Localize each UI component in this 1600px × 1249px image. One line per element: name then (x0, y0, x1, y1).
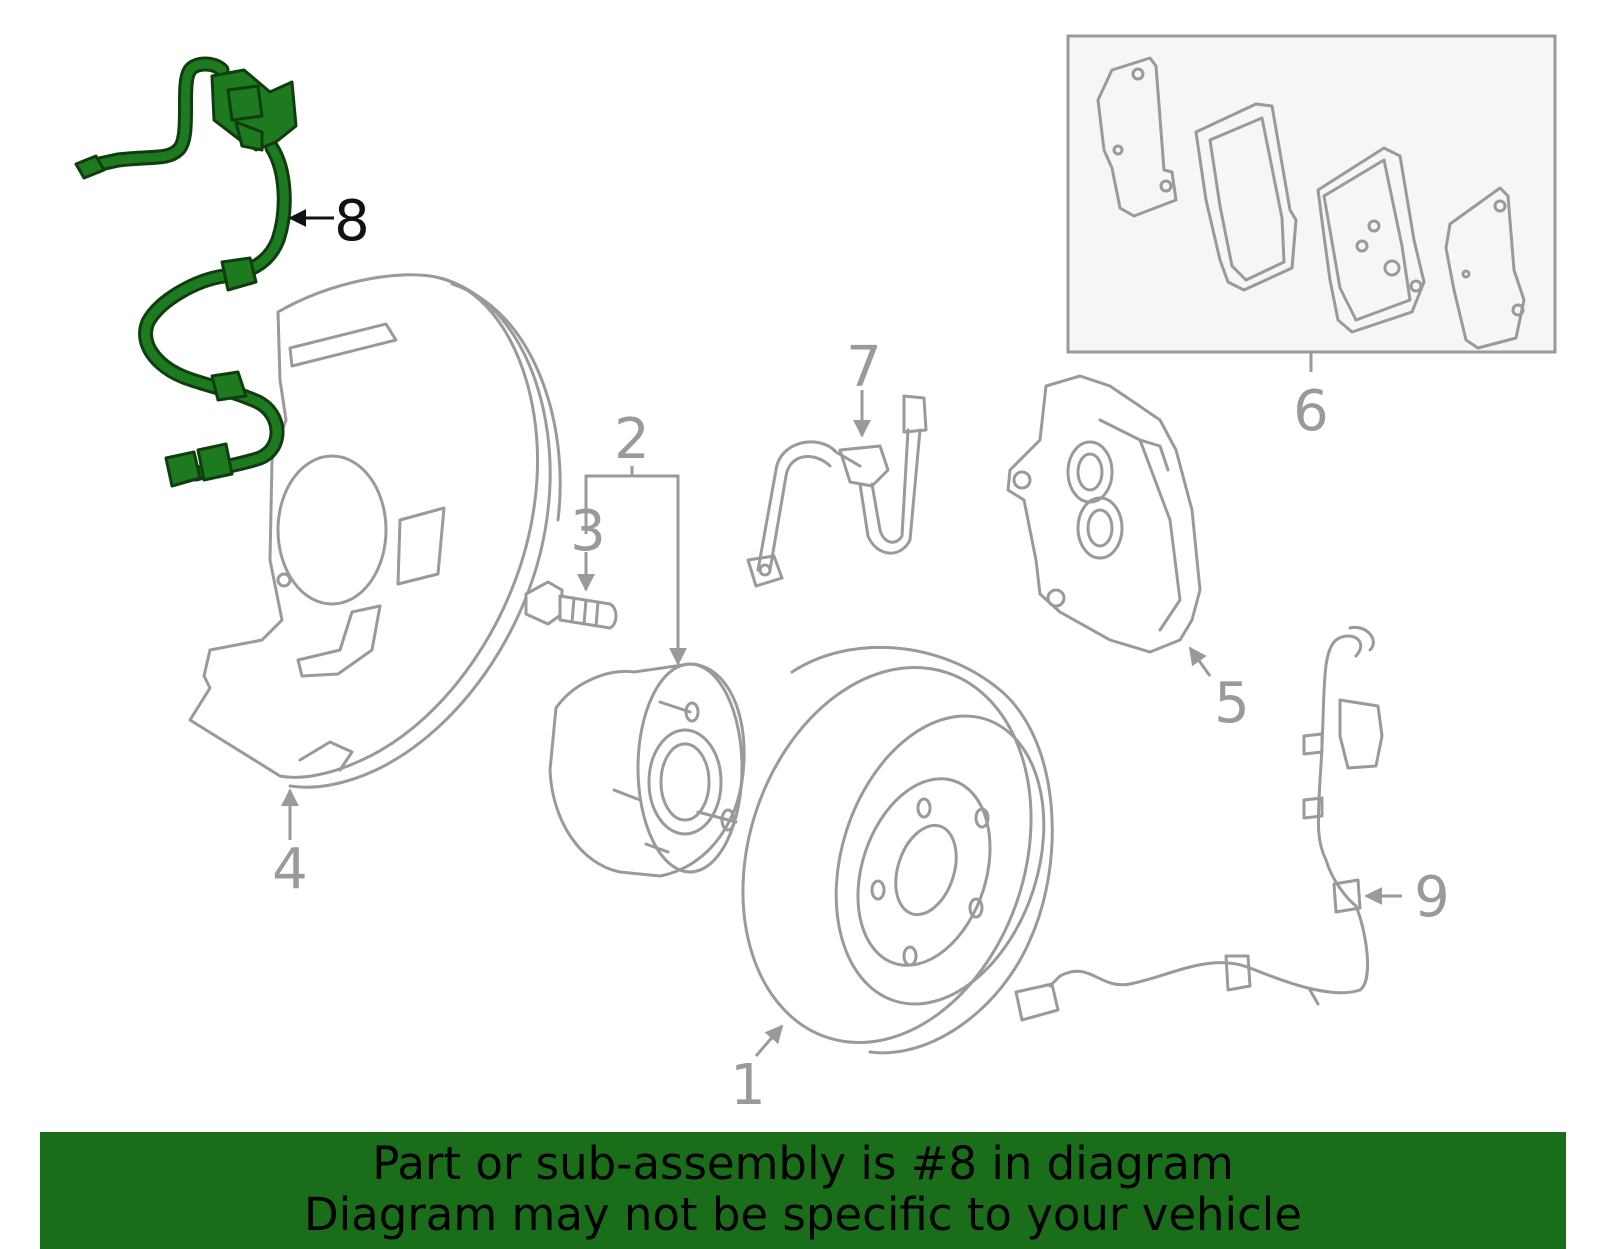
svg-text:8: 8 (334, 189, 370, 254)
brake-rotor[interactable] (696, 630, 1079, 1080)
svg-text:9: 9 (1414, 865, 1450, 930)
callout-6: 6 (1293, 352, 1329, 444)
wheel-speed-sensor-harness-highlighted[interactable] (74, 56, 298, 488)
callout-9: 9 (1364, 865, 1450, 930)
brake-hose[interactable] (746, 394, 928, 588)
callout-2: 2 (584, 407, 687, 666)
dust-shield[interactable] (188, 273, 562, 789)
svg-text:2: 2 (614, 407, 650, 472)
callout-7: 7 (846, 335, 882, 438)
hub-bearing[interactable] (548, 662, 746, 878)
callout-4: 4 (272, 788, 308, 902)
svg-text:7: 7 (846, 335, 882, 400)
callout-8: 8 (288, 189, 370, 254)
svg-text:6: 6 (1293, 379, 1329, 444)
banner-line-1: Part or sub-assembly is #8 in diagram (372, 1137, 1234, 1190)
svg-text:5: 5 (1214, 671, 1250, 736)
svg-text:4: 4 (272, 837, 308, 902)
info-banner: Part or sub-assembly is #8 in diagram Di… (40, 1132, 1566, 1249)
svg-text:1: 1 (730, 1053, 766, 1118)
brake-caliper[interactable] (1006, 374, 1202, 654)
hub-bolt[interactable] (524, 580, 618, 630)
callout-5: 5 (1188, 646, 1250, 736)
svg-text:3: 3 (570, 499, 606, 564)
callout-3: 3 (570, 499, 606, 592)
wheel-speed-sensor-harness-right[interactable] (1014, 625, 1384, 1022)
brake-pad-set[interactable] (1066, 34, 1557, 354)
banner-line-2: Diagram may not be specific to your vehi… (304, 1188, 1302, 1241)
callout-1: 1 (730, 1024, 784, 1118)
